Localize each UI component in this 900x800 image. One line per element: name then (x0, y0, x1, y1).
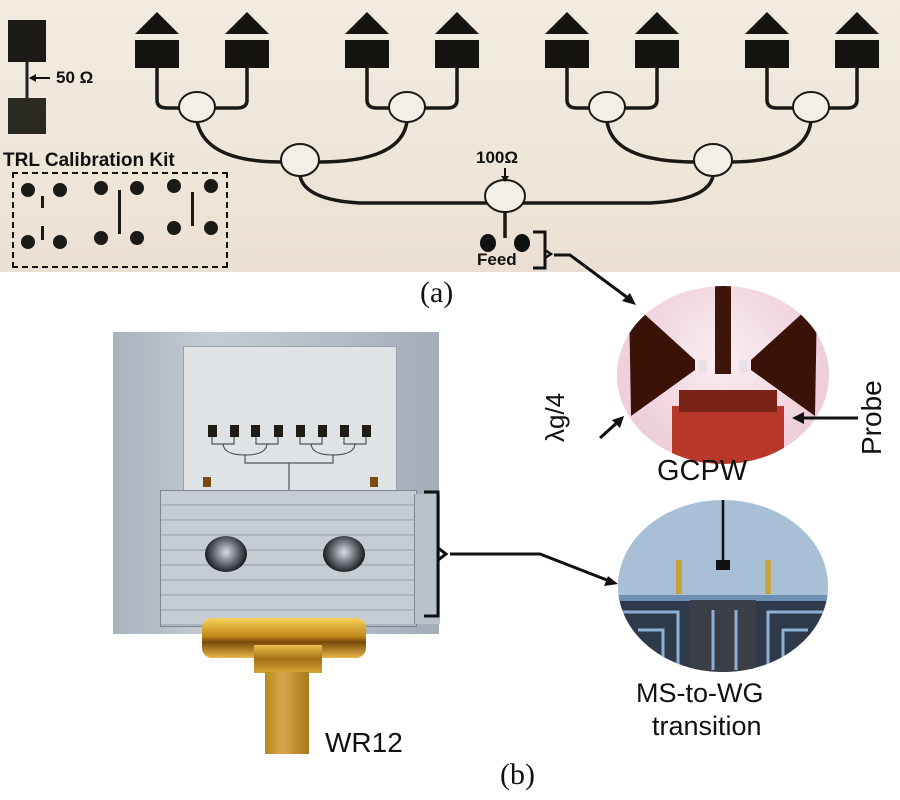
antenna-substrate (183, 346, 397, 492)
patch-element (225, 12, 269, 68)
lambda-g-quarter-label: λg/4 (540, 392, 570, 442)
patch-element (135, 12, 179, 68)
ms-to-wg-transition-inset (618, 500, 828, 672)
panel-b-label: (b) (500, 758, 535, 791)
patch-element (635, 12, 679, 68)
test-pad-bottom (8, 98, 46, 134)
aluminum-waveguide-block (160, 490, 417, 627)
mini-array-svg (203, 425, 378, 491)
patch-element (345, 12, 389, 68)
impedance-50-label: 50 Ω (56, 68, 94, 87)
test-pad-top (8, 20, 46, 62)
patch-elements (135, 12, 879, 68)
waveguide-flange-collar (254, 645, 322, 673)
probe-arrow (792, 412, 858, 424)
gcpw-detail-svg (629, 286, 817, 464)
arrow-100ohm (501, 176, 509, 182)
arrow-to-transition (424, 490, 618, 618)
wr12-label: WR12 (325, 727, 403, 758)
ms-to-wg-label-line2: transition (652, 711, 762, 741)
trl-calibration-kit-box (12, 172, 228, 268)
gcpw-inset (617, 286, 829, 464)
trl-calibration-kit-label: TRL Calibration Kit (3, 150, 175, 171)
screw-right (323, 536, 365, 572)
feed-lines (155, 68, 859, 238)
feed-pad-right (514, 234, 530, 252)
wr12-waveguide (265, 672, 309, 754)
transition-region (414, 494, 440, 624)
power-dividers (178, 91, 830, 213)
panel-a-label: (a) (420, 276, 454, 309)
patch-element (545, 12, 589, 68)
arrow-feed-to-gcpw (554, 253, 636, 305)
radial-stub-left (629, 300, 695, 416)
impedance-100-label: 100Ω (476, 148, 518, 167)
feed-network-svg (8, 12, 879, 270)
radial-stub-right (751, 300, 817, 416)
patch-element (435, 12, 479, 68)
lambda-arrow (598, 416, 624, 440)
trl-kit-structures (21, 179, 218, 249)
gcpw-label: GCPW (657, 455, 748, 487)
screw-left (205, 536, 247, 572)
patch-element (745, 12, 789, 68)
feed-pad-left (480, 234, 496, 252)
antenna-array-board-photo: 50 Ω TRL Calibration Kit 100Ω Feed (0, 0, 900, 272)
feed-label: Feed (477, 250, 517, 269)
probe-label: Probe (856, 380, 887, 455)
patch-element (835, 12, 879, 68)
transition-detail-svg (618, 500, 828, 672)
via-row-right (765, 560, 771, 594)
signal-line (715, 286, 731, 374)
ms-to-wg-label-line1: MS-to-WG (636, 678, 764, 708)
via-row-left (676, 560, 682, 594)
